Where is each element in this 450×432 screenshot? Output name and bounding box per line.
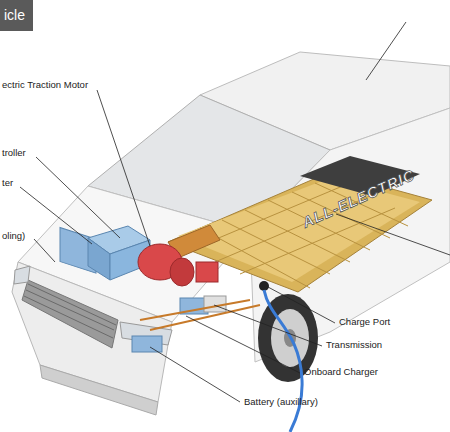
- part-label: Battery (auxillary): [244, 397, 318, 407]
- part-label: Onboard Charger: [304, 367, 378, 377]
- part-label: Charge Port: [339, 317, 390, 327]
- part-label: Transmission: [326, 340, 382, 350]
- part-label: ter: [2, 178, 13, 188]
- part-label: oling): [2, 231, 25, 241]
- part-label: ectric Traction Motor: [2, 80, 88, 90]
- part-label: troller: [2, 148, 26, 158]
- title-banner: icle: [0, 0, 33, 31]
